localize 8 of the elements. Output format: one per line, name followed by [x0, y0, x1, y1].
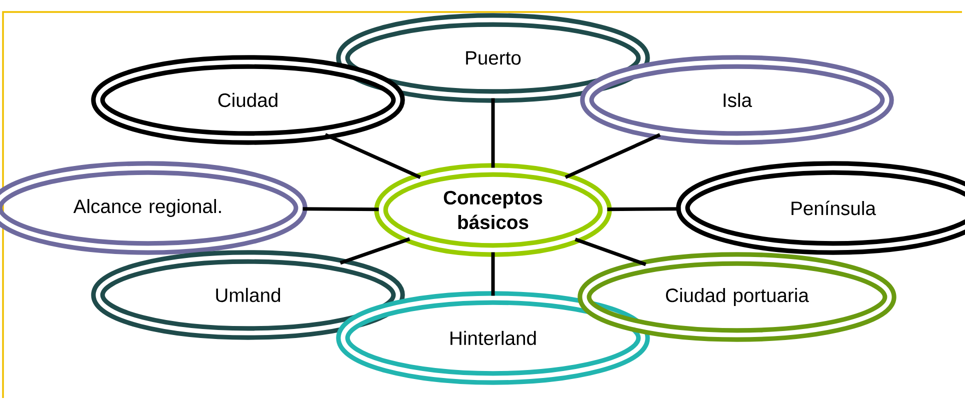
connector-line [302, 207, 379, 212]
connector-line [574, 238, 646, 266]
connector-line [491, 98, 495, 168]
connector-line [324, 133, 422, 179]
connector-line [564, 133, 661, 179]
connector-line [340, 237, 410, 265]
connector-line [607, 207, 681, 212]
connector-line [491, 252, 495, 296]
